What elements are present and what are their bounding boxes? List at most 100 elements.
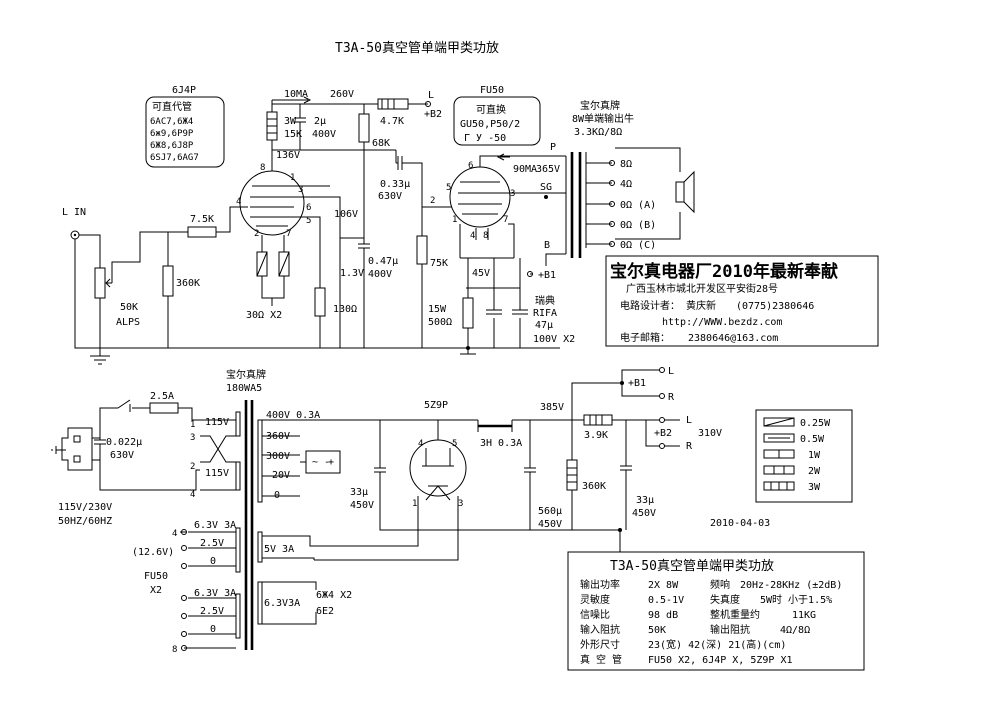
hl2-tap-0: 0: [210, 624, 216, 635]
drv-pin-2: 2: [254, 229, 259, 239]
power-cathode-resistor: [462, 297, 474, 329]
rail-voltage: 260V: [330, 89, 354, 100]
plate-current: 10MA: [284, 89, 308, 100]
filter1-value: 33μ: [350, 487, 368, 498]
drv-pin-8: 8: [260, 163, 265, 173]
spec-r0-c3: 20Hz-28KHz (±2dB): [740, 580, 842, 591]
rifa-model: RIFA: [533, 308, 557, 319]
b1-label: +B1: [538, 270, 556, 281]
out-b1-L: L: [668, 366, 674, 377]
filter3-voltage: 450V: [632, 508, 656, 519]
rifa-brand: 瑞典: [535, 294, 555, 307]
spec-r3-c0: 输入阻抗: [580, 623, 620, 636]
filter3-value: 33μ: [636, 495, 654, 506]
ot-type: 8W单端输出牛: [572, 112, 634, 125]
rect-pin-5: 5: [452, 439, 457, 449]
grid-leak-resistor: [416, 235, 428, 265]
sec-63-for: 6Ж4 X2: [316, 590, 352, 601]
power-tube-name: FU50: [480, 85, 504, 96]
legend-05: 0.5W: [800, 434, 825, 445]
amplifier-section: L IN 50K ALPS 360K 7.5K 6J4P 可直代管 6AC7,6…: [62, 85, 879, 365]
line-cap-voltage: 630V: [110, 450, 134, 461]
hl2-tap-25: 2.5V: [200, 606, 224, 617]
drop-resistor: [583, 414, 613, 426]
pwr-pin-3: 3: [510, 189, 515, 199]
rect-pin-1: 1: [412, 499, 417, 509]
ot-taps: 8Ω 4Ω 0Ω (A) 0Ω (B) 0Ω (C): [586, 147, 681, 251]
pwr-pin-5: 5: [446, 183, 451, 193]
rect-tube-name: 5Z9P: [424, 400, 448, 411]
screen-resistor: [358, 113, 370, 143]
rect-pin-4: 4: [418, 439, 423, 449]
spec-r1-c0: 灵敏度: [580, 593, 610, 606]
spec-r2-c3: 11KG: [792, 610, 816, 621]
maker-name: 宝尔真电器厂2010年最新奉献: [610, 261, 838, 282]
screen-cap-voltage: 400V: [368, 269, 392, 280]
prim-pin-1: 1: [190, 420, 195, 430]
rail-label-b2: +B2: [424, 109, 442, 120]
driver-alt-box: [145, 96, 225, 168]
driver-alt-title: 可直代管: [152, 100, 192, 113]
drv-pin-4: 4: [236, 197, 241, 207]
bridge-rectifier: ~ - +: [305, 450, 341, 474]
power-alt-2: Г У -50: [464, 133, 506, 144]
coupling-cap-voltage: 630V: [378, 191, 402, 202]
out-b1: +B1: [628, 378, 646, 389]
choke-value: 3H 0.3A: [480, 438, 522, 449]
spec-r4-c1: 23(宽) 42(深) 21(高)(cm): [648, 638, 786, 651]
out-b1-R: R: [668, 392, 675, 403]
plate-res-watt: 3W: [284, 116, 297, 127]
legend-2: 2W: [808, 466, 821, 477]
bleeder-value: 360K: [582, 481, 606, 492]
spec-r1-c3: 5W时 小于1.5%: [760, 594, 832, 606]
spec-r0-c1: 2X 8W: [648, 580, 679, 591]
hl1-tap-0: 0: [210, 556, 216, 567]
pwr-pin-8: 8: [483, 231, 488, 241]
pot-value: 50K: [120, 302, 138, 313]
ps-model: 180WA5: [226, 383, 262, 394]
filter2-value: 560μ: [538, 506, 562, 517]
power-current: 90MA: [513, 164, 537, 175]
spec-r3-c1: 50K: [648, 625, 666, 636]
coupling-cap-value: 0.33μ: [380, 179, 410, 190]
rifa-voltage: 100V X2: [533, 334, 575, 345]
b-label: B: [544, 240, 550, 251]
spec-r2-c0: 信噪比: [580, 609, 610, 621]
legend-3: 3W: [808, 482, 821, 493]
out-b2-L: L: [686, 415, 692, 426]
heater-for-x: X2: [150, 585, 162, 596]
spec-r5-c1: FU50 X2, 6J4P X, 5Z9P X1: [648, 655, 793, 666]
p-label: P: [550, 142, 556, 153]
drv-pin-6: 6: [306, 203, 311, 213]
drop-res-value: 3.9K: [584, 430, 608, 441]
screen-res-value: 68K: [372, 138, 390, 149]
power-cathode-res-watt: 15W: [428, 304, 447, 315]
email-value: 2380646@163.com: [688, 333, 778, 344]
hv-tap-20: 20V: [272, 470, 290, 481]
date: 2010-04-03: [710, 518, 770, 529]
ot-tap-4: 4Ω: [620, 179, 632, 190]
out-b2-R: R: [686, 441, 693, 452]
cathode-resistor: [314, 287, 326, 317]
drv-pin-5: 5: [306, 216, 311, 226]
spec-r2-c1: 98 dB: [648, 610, 678, 621]
rail-res-value: 4.7K: [380, 116, 404, 127]
rail-tap-L: L: [428, 90, 434, 101]
ot-tap-a: 0Ω (A): [620, 200, 656, 211]
spec-r0-c2: 频响: [710, 578, 730, 591]
input-label: L IN: [62, 207, 86, 218]
power-tube: [449, 166, 511, 228]
designer-label: 电路设计者：: [620, 299, 680, 312]
filter1-voltage: 450V: [350, 500, 374, 511]
pot-brand: ALPS: [116, 317, 140, 328]
cathode-voltage: 1.3V: [340, 268, 364, 279]
shunt-resistor: [162, 265, 174, 297]
svg-text:+: +: [328, 457, 334, 468]
power-alt-title: 可直换: [476, 103, 506, 116]
spec-table: T3A-50真空管单端甲类功放 输出功率 2X 8W 频响 20Hz-28KHz…: [567, 551, 865, 671]
drv-pin-3: 3: [298, 185, 303, 195]
hv-tap-360: 360V: [266, 431, 290, 442]
plate-voltage: 136V: [276, 150, 300, 161]
cathode-res-value: 130Ω: [333, 304, 357, 315]
